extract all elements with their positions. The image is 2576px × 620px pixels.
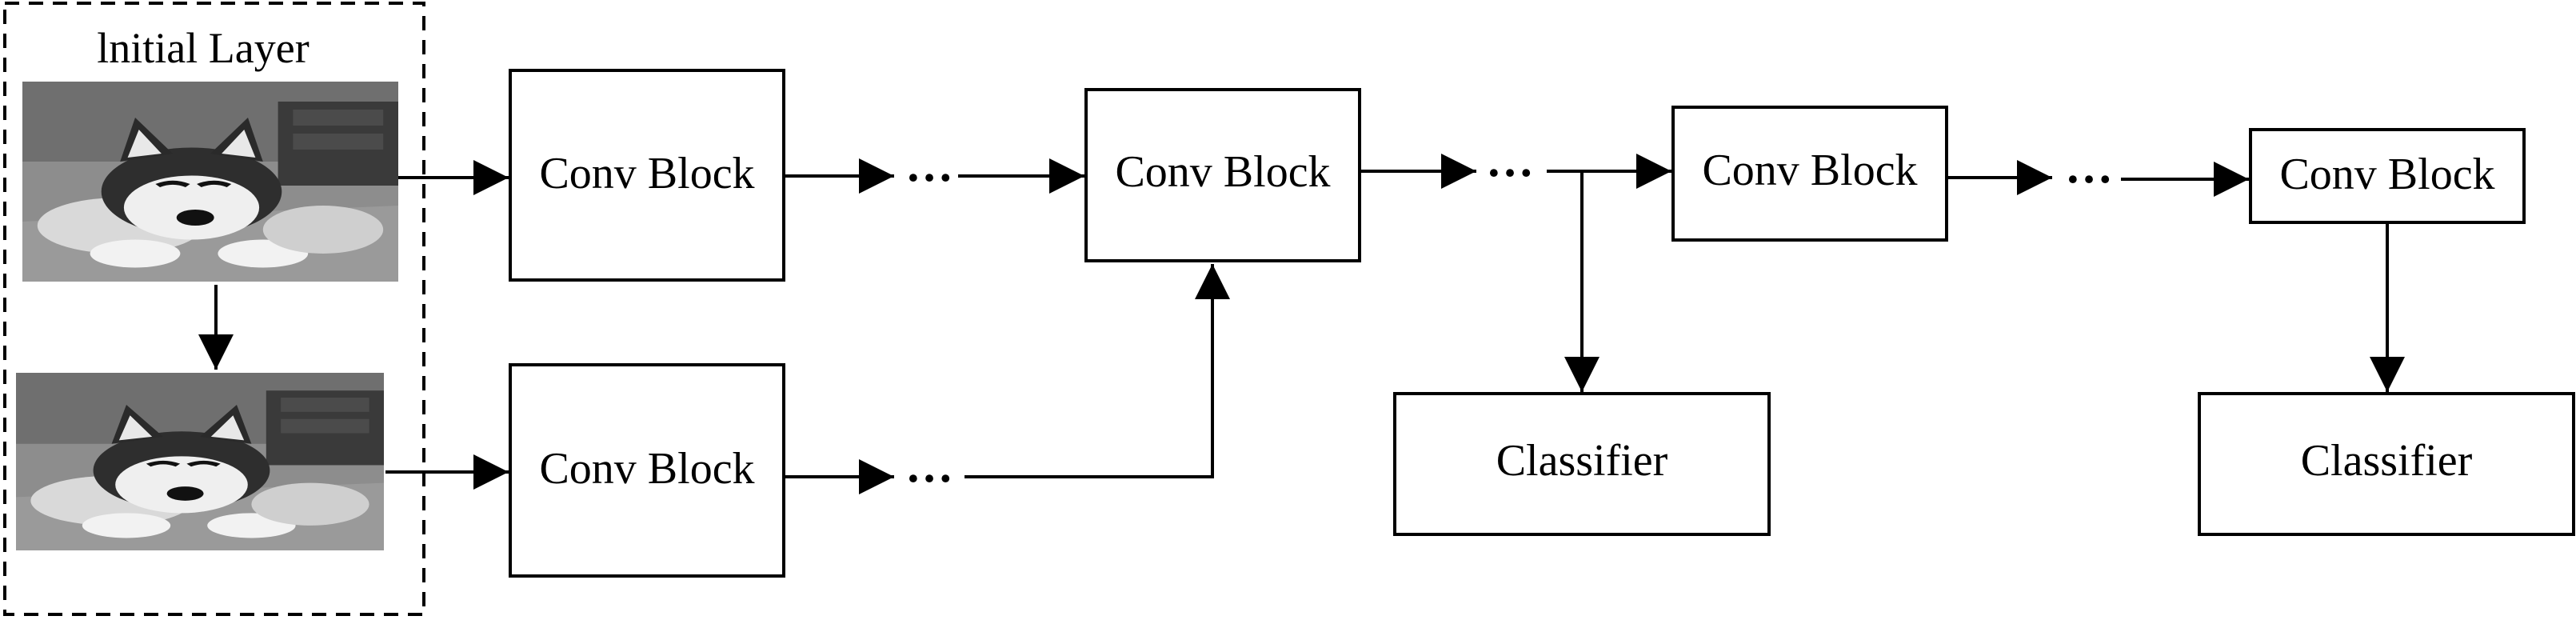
conv-block-bottom-1-label: Conv Block xyxy=(539,444,754,494)
conv-block-top-3 xyxy=(1671,106,1948,242)
edge-bottom-to-conv-top-2 xyxy=(965,264,1230,478)
conv-block-top-2-label: Conv Block xyxy=(1115,147,1330,197)
initial-layer-title: lnitial Layer xyxy=(97,24,309,72)
classifier-1 xyxy=(1393,392,1771,536)
conv-block-top-2 xyxy=(1084,88,1361,262)
ellipsis-4: … xyxy=(2065,140,2113,193)
conv-block-top-4 xyxy=(2249,128,2526,224)
initial-layer-group xyxy=(3,2,425,616)
ellipsis-1: … xyxy=(905,138,953,191)
input-image-downsampled xyxy=(16,373,384,550)
classifier-2 xyxy=(2198,392,2575,536)
conv-block-bottom-1 xyxy=(509,363,785,578)
classifier-2-label: Classifier xyxy=(2301,436,2473,486)
conv-block-top-1-label: Conv Block xyxy=(539,149,754,198)
input-image-full xyxy=(22,82,398,282)
classifier-1-label: Classifier xyxy=(1496,436,1668,486)
ellipsis-3: … xyxy=(1486,134,1534,186)
conv-block-top-4-label: Conv Block xyxy=(2279,150,2494,199)
ellipsis-2: … xyxy=(905,439,953,492)
conv-block-top-3-label: Conv Block xyxy=(1702,146,1917,195)
